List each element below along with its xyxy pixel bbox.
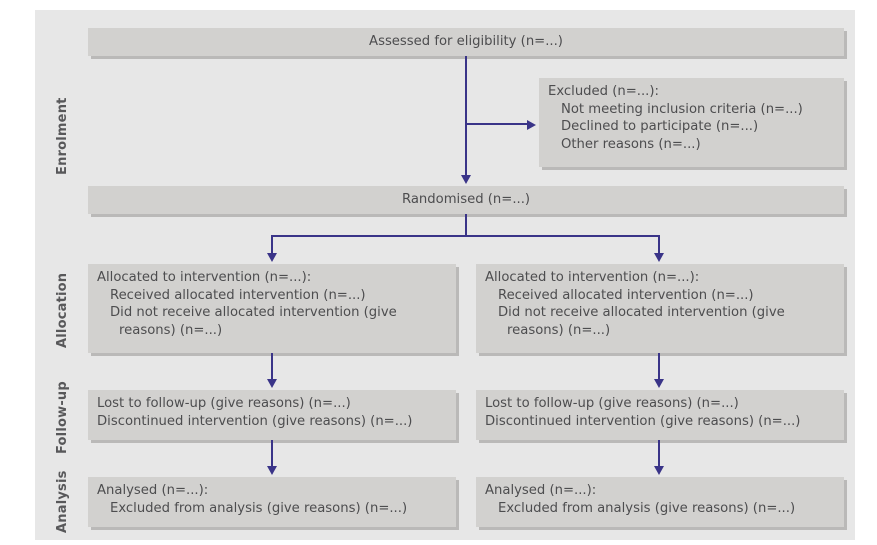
arrowhead-into-allocation-right xyxy=(654,253,664,262)
arrowhead-into-followup-left xyxy=(267,379,277,388)
box-followup-right: Lost to follow-up (give reasons) (n=...)… xyxy=(476,390,844,440)
box-allocation-right: Allocated to intervention (n=...): Recei… xyxy=(476,264,844,353)
box-excluded: Excluded (n=...): Not meeting inclusion … xyxy=(539,78,844,167)
box-analysis-left: Analysed (n=...): Excluded from analysis… xyxy=(88,477,456,527)
box-allocation-left: Allocated to intervention (n=...): Recei… xyxy=(88,264,456,353)
box-followup-left: Lost to follow-up (give reasons) (n=...)… xyxy=(88,390,456,440)
arrowhead-into-excluded xyxy=(527,120,536,130)
stage-label-enrolment: Enrolment xyxy=(55,97,70,175)
connector-followup-to-analysis-left xyxy=(271,440,273,469)
analysis-left-line-1: Analysed (n=...): xyxy=(97,483,209,498)
stage-label-analysis: Analysis xyxy=(55,470,70,533)
followup-left-line-1: Lost to follow-up (give reasons) (n=...) xyxy=(97,396,351,411)
followup-right-line-1: Lost to follow-up (give reasons) (n=...) xyxy=(485,396,739,411)
stage-label-allocation: Allocation xyxy=(55,272,70,348)
connector-split-left xyxy=(271,235,273,257)
connector-allocation-to-followup-left xyxy=(271,353,273,382)
allocation-right-line-3: Did not receive allocated intervention (… xyxy=(498,305,785,321)
box-assessed-for-eligibility: Assessed for eligibility (n=...) xyxy=(88,28,844,56)
connector-assessed-to-randomised xyxy=(465,56,467,179)
analysis-left-line-2: Excluded from analysis (give reasons) (n… xyxy=(110,500,408,516)
connector-randomised-stem xyxy=(465,214,467,236)
arrowhead-into-allocation-left xyxy=(267,253,277,262)
connector-split-right xyxy=(658,235,660,257)
box-randomised: Randomised (n=...) xyxy=(88,186,844,214)
allocation-right-line-1: Allocated to intervention (n=...): xyxy=(485,270,700,285)
excluded-line-3: Declined to participate (n=...) xyxy=(561,119,759,135)
allocation-right-line-2: Received allocated intervention (n=...) xyxy=(498,287,754,303)
allocation-left-line-1: Allocated to intervention (n=...): xyxy=(97,270,312,285)
arrowhead-into-analysis-right xyxy=(654,466,664,475)
followup-left-line-2: Discontinued intervention (give reasons)… xyxy=(97,413,413,429)
connector-randomised-split xyxy=(271,235,660,237)
arrowhead-into-analysis-left xyxy=(267,466,277,475)
arrowhead-into-followup-right xyxy=(654,379,664,388)
excluded-line-1: Excluded (n=...): xyxy=(548,84,659,99)
excluded-line-2: Not meeting inclusion criteria (n=...) xyxy=(561,101,803,117)
connector-to-excluded xyxy=(466,123,531,125)
assessed-line-1: Assessed for eligibility (n=...) xyxy=(369,34,563,50)
arrowhead-into-randomised xyxy=(461,175,471,184)
allocation-right-line-4: reasons) (n=...) xyxy=(507,322,611,338)
analysis-right-line-1: Analysed (n=...): xyxy=(485,483,597,498)
randomised-line-1: Randomised (n=...) xyxy=(401,192,531,208)
stage-label-followup: Follow-up xyxy=(55,381,70,454)
followup-right-line-2: Discontinued intervention (give reasons)… xyxy=(485,413,801,429)
connector-followup-to-analysis-right xyxy=(658,440,660,469)
box-analysis-right: Analysed (n=...): Excluded from analysis… xyxy=(476,477,844,527)
analysis-right-line-2: Excluded from analysis (give reasons) (n… xyxy=(498,500,796,516)
excluded-line-4: Other reasons (n=...) xyxy=(561,136,701,152)
connector-allocation-to-followup-right xyxy=(658,353,660,382)
allocation-left-line-2: Received allocated intervention (n=...) xyxy=(110,287,366,303)
allocation-left-line-4: reasons) (n=...) xyxy=(119,322,223,338)
allocation-left-line-3: Did not receive allocated intervention (… xyxy=(110,305,397,321)
